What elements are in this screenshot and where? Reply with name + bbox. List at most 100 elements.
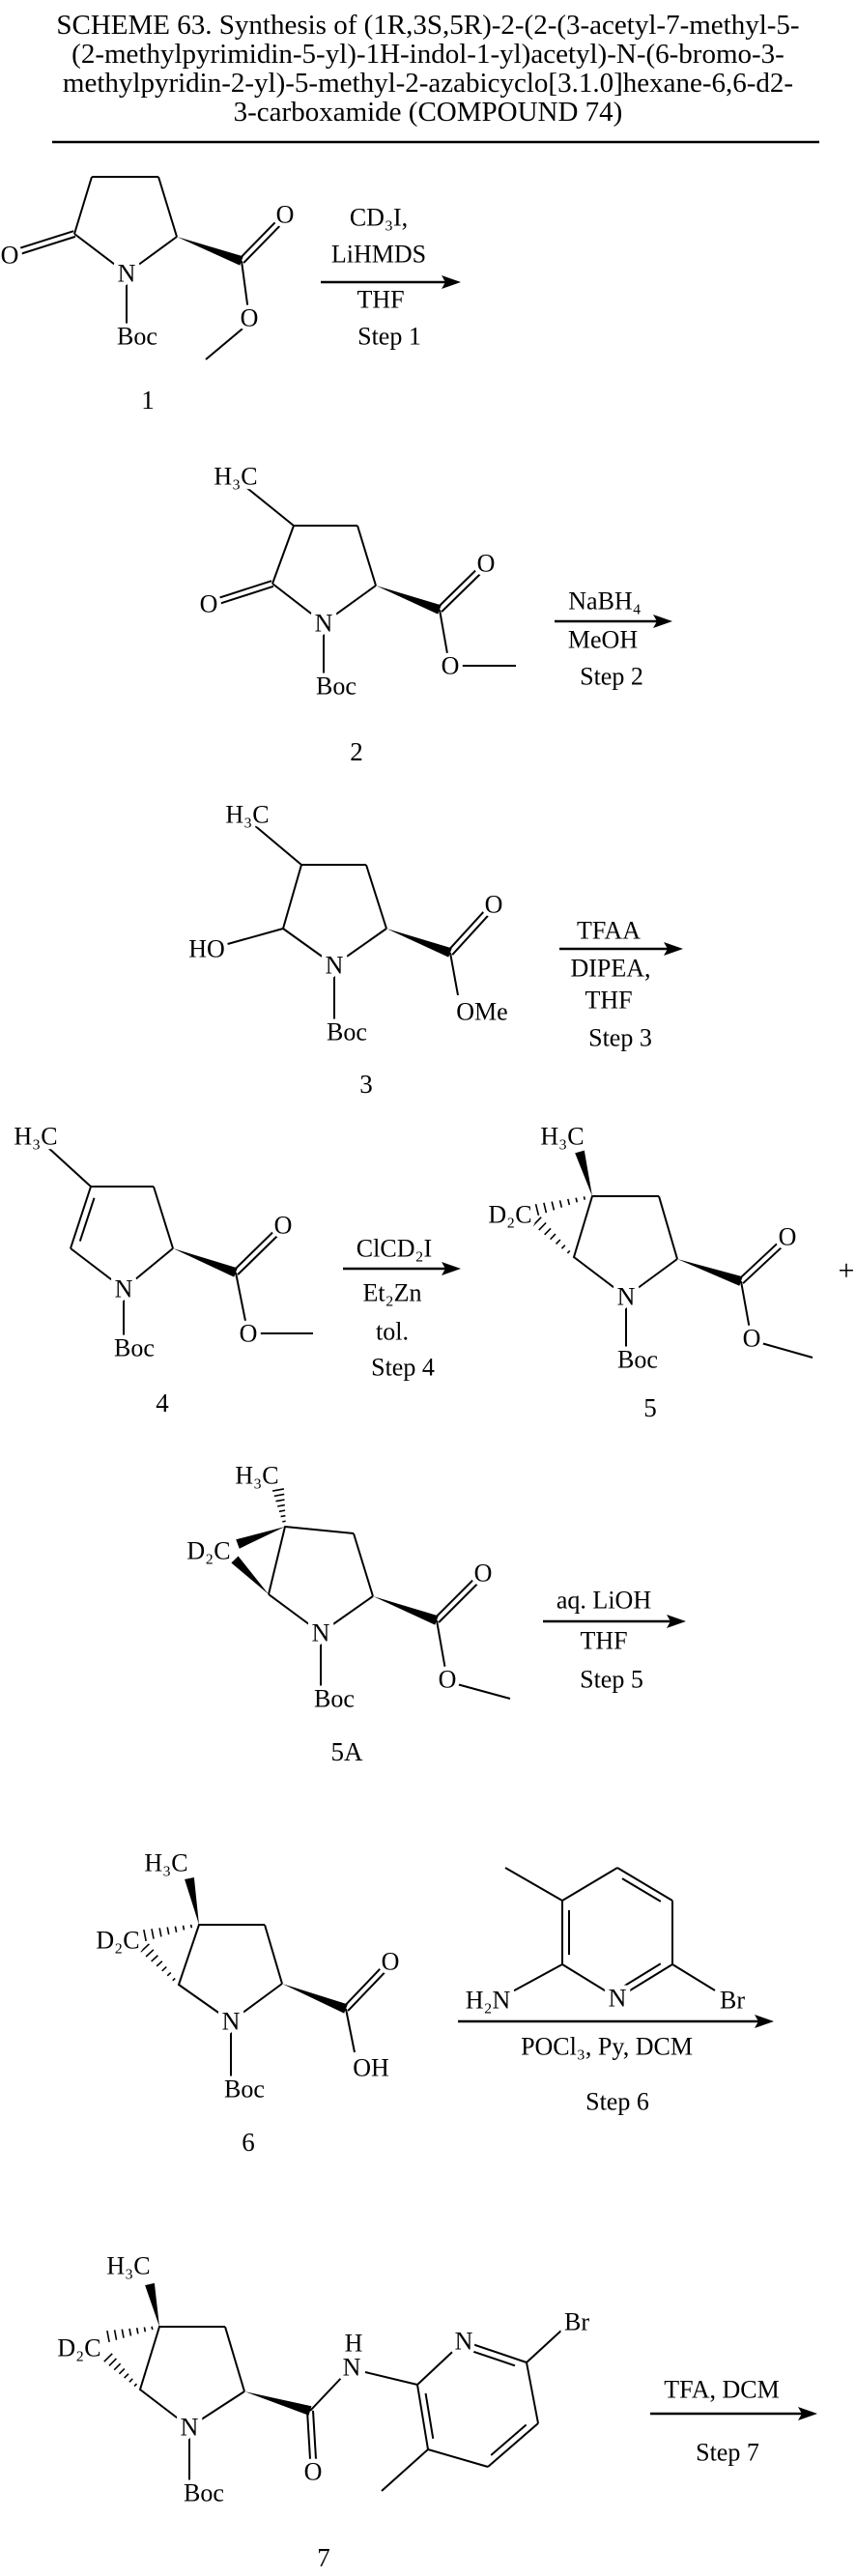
atom-nitrogen: N	[455, 2328, 473, 2356]
hashed-bond	[125, 2374, 128, 2378]
solvent: tol.	[376, 1318, 409, 1346]
wedge-bond	[677, 1259, 743, 1286]
atom-oxygen: O	[200, 590, 218, 618]
double-bond	[448, 906, 489, 951]
single-bond	[140, 2327, 159, 2390]
cd2-group: D₂C	[488, 1201, 531, 1229]
atom-oxygen: O	[477, 550, 496, 578]
boc-group: Boc	[184, 2479, 224, 2507]
title-line: (2-methylpyrimidin-5-yl)-1H-indol-1-yl)a…	[71, 39, 785, 70]
step-label: Step 6	[585, 2088, 649, 2116]
step-4-conditions: ClCD₂I Et₂Zn tol. Step 4	[357, 1235, 435, 1382]
reagent: TFAA	[577, 917, 641, 945]
hashed-bond	[584, 1196, 585, 1199]
step-7-conditions: TFA, DCM Step 7	[664, 2376, 779, 2467]
scheme-title: SCHEME 63. Synthesis of (1R,3S,5R)-2-(2-…	[56, 10, 799, 128]
atom-oxygen: O	[474, 1560, 493, 1588]
single-bond	[505, 1868, 562, 1901]
hashed-bond	[539, 1222, 546, 1230]
single-bond	[46, 1146, 91, 1187]
single-bond	[357, 526, 376, 586]
cd2-group: D₂C	[96, 1927, 139, 1955]
solvent: THF	[580, 1627, 627, 1655]
title-line: methylpyridin-2-yl)-5-methyl-2-azabicycl…	[63, 68, 793, 99]
atom-bromine: Br	[564, 2308, 589, 2336]
hashed-bond	[573, 1256, 574, 1257]
wedge-bond	[373, 1596, 439, 1625]
hashed-bond	[144, 2327, 145, 2332]
single-bond	[507, 1964, 562, 1994]
single-bond	[574, 1196, 592, 1257]
wedge-bond	[236, 1527, 285, 1549]
methyl-group: H₃C	[214, 463, 257, 491]
double-bond	[617, 1868, 672, 1901]
title-line: 3-carboxamide (COMPOUND 74)	[234, 97, 623, 128]
solvent: MeOH	[568, 626, 638, 654]
hashed-bond	[137, 2328, 138, 2333]
single-bond	[272, 526, 294, 584]
hashed-bond	[159, 1928, 161, 1936]
double-bond	[471, 2351, 515, 2365]
atom-oxygen: O	[442, 652, 460, 680]
atom-oxygen: O	[240, 1320, 258, 1348]
hashed-bond	[536, 1204, 539, 1216]
single-bond	[527, 2330, 562, 2362]
step-5-conditions: aq. LiOH THF Step 5	[556, 1587, 651, 1694]
single-bond	[225, 2327, 244, 2391]
compound-5: H₃C D₂C N Boc O O 5 +	[488, 1123, 854, 1423]
atom-oxygen: O	[1, 242, 19, 270]
wedge-bond	[282, 1984, 348, 2014]
hashed-bond	[152, 1956, 158, 1961]
hashed-bond	[134, 2384, 136, 2386]
reagent: TFA, DCM	[664, 2376, 779, 2404]
boc-group: Boc	[224, 2075, 265, 2104]
hashed-bond	[545, 1228, 551, 1235]
cd2-group: D₂C	[57, 2334, 100, 2362]
single-bond	[562, 1868, 617, 1901]
atom-nitrogen: N	[617, 1283, 636, 1311]
aminopyridine-reagent: H₂N N Br	[466, 1985, 746, 2015]
solvent: THF	[585, 987, 632, 1015]
double-bond	[80, 1198, 95, 1242]
double-bond	[488, 2423, 538, 2467]
single-bond	[236, 1273, 246, 1326]
single-bond	[365, 2372, 417, 2385]
hashed-bond	[109, 2359, 116, 2365]
single-bond	[158, 177, 177, 237]
hydroxyl-group: HO	[188, 935, 225, 963]
reagent: ClCD₂I	[357, 1235, 432, 1263]
double-bond	[435, 1575, 478, 1618]
wedge-bond	[231, 1557, 269, 1594]
compound-number: 6	[242, 2128, 255, 2157]
boc-group: Boc	[314, 1685, 355, 1713]
hashed-bond	[277, 1505, 285, 1506]
hashed-bond	[167, 1972, 171, 1975]
compound-6: H₃C D₂C N Boc O OH 6	[96, 1849, 399, 2158]
hashed-bond	[152, 1929, 154, 1938]
compound-3: H₃C HO N Boc O OMe 3	[188, 801, 508, 1100]
hashed-bond	[175, 1927, 176, 1932]
single-bond	[269, 1527, 285, 1594]
compound-number: 5A	[331, 1737, 364, 1766]
hashed-bond	[129, 2329, 130, 2336]
single-bond	[741, 1281, 750, 1330]
hydroxyl-group: OH	[353, 2054, 389, 2082]
compound-number: 2	[350, 737, 363, 766]
hashed-bond	[104, 2354, 112, 2361]
hashed-bond	[568, 1199, 569, 1205]
compound-number: 4	[156, 1388, 169, 1417]
single-bond	[354, 1533, 373, 1596]
hashed-bond	[560, 1200, 562, 1207]
methyl-group: H₃C	[540, 1123, 584, 1151]
hashed-bond	[282, 1521, 285, 1522]
wedge-bond	[575, 1151, 592, 1196]
step-6-conditions: POCl₃, Py, DCM Step 6	[521, 2033, 693, 2116]
reagent: POCl₃, Py, DCM	[521, 2033, 693, 2061]
hashed-bond	[551, 1234, 556, 1240]
hashed-bond	[119, 2368, 124, 2373]
atom-nitrogen: N	[609, 1985, 627, 2013]
atom-oxygen: O	[274, 1212, 293, 1240]
single-bond	[224, 929, 283, 945]
single-bond	[457, 1684, 510, 1699]
